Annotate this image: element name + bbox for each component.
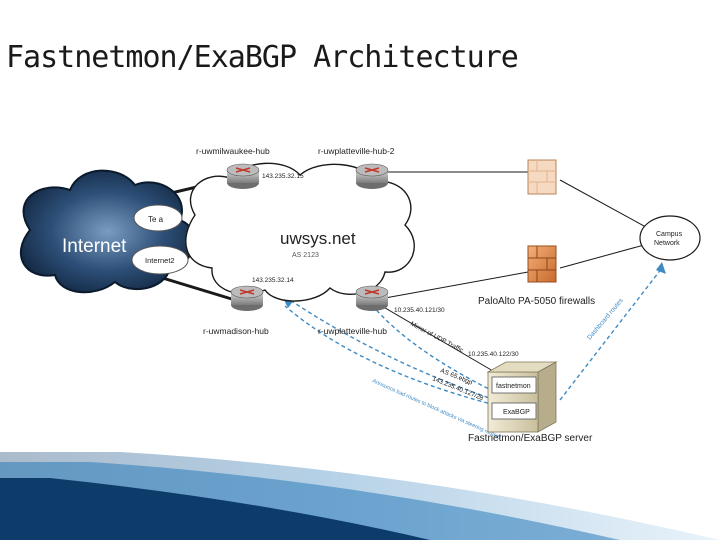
bgp-path-madison (289, 299, 496, 401)
label-mirror: Mirror of UDP Traffic (409, 321, 465, 355)
footer-band (0, 452, 720, 540)
router-madison-name: r-uwmadison-hub (203, 326, 269, 336)
label-announce: Announce bad routes to block attacks via… (371, 378, 502, 441)
link-platteville-server (379, 304, 506, 379)
fastnetmon-server: fastnetmon ExaBGP Fastnetmon/ExaBGP serv… (468, 361, 593, 444)
teia-label: Te a (148, 215, 164, 224)
uwsys-label: uwsys.net (280, 229, 356, 248)
label-hub-to-server-b: 10.235.40.122/30 (468, 351, 519, 358)
internet2-label: Internet2 (145, 256, 175, 265)
router-madison-ip: 143.235.32.14 (252, 277, 294, 284)
page-title: Fastnetmon/ExaBGP Architecture (6, 40, 519, 75)
campus-label-line2: Network (654, 240, 680, 247)
router-milwaukee-name: r-uwmilwaukee-hub (196, 146, 270, 156)
internet-cloud: Internet Te a Internet2 (19, 169, 196, 294)
router-platteville: r-uwplatteville-hub (318, 285, 389, 336)
label-hub-to-server-a: 10.235.40.121/30 (394, 307, 445, 314)
uwsys-asn: AS 2123 (292, 252, 319, 259)
router-milwaukee: r-uwmilwaukee-hub 143.235.32.15 (196, 146, 304, 189)
uwsys-cloud: uwsys.net AS 2123 (185, 162, 415, 302)
internet-label: Internet (62, 236, 127, 257)
router-platteville-name: r-uwplatteville-hub (318, 326, 387, 336)
server-app-fastnetmon: fastnetmon (496, 383, 531, 390)
campus-label-line1: Campus (656, 231, 683, 238)
link-platteville-firewall (384, 271, 529, 299)
firewall-top (527, 159, 557, 195)
link-firewall-campus-top (559, 179, 656, 233)
server-app-exabgp: ExaBGP (503, 409, 530, 416)
router-platteville-2-name: r-uwplatteville-hub-2 (318, 146, 395, 156)
server-label: Fastnetmon/ExaBGP server (468, 433, 593, 444)
router-madison: r-uwmadison-hub 143.235.32.14 (203, 277, 294, 336)
link-firewall-campus-bottom (559, 241, 656, 269)
internet2-peer (131, 245, 189, 275)
arrow-head-campus (656, 262, 666, 274)
router-platteville-2: r-uwplatteville-hub-2 (318, 146, 395, 189)
teia-peer (133, 204, 183, 232)
bgp-path-madison-2 (284, 305, 496, 406)
campus-network: Campus Network (639, 215, 701, 261)
mirror-path (371, 304, 496, 393)
firewall-bottom (527, 245, 557, 283)
router-milwaukee-ip: 143.235.32.15 (262, 173, 304, 180)
firewalls-label: PaloAlto PA-5050 firewalls (478, 296, 595, 307)
dashboard-path (559, 267, 663, 401)
